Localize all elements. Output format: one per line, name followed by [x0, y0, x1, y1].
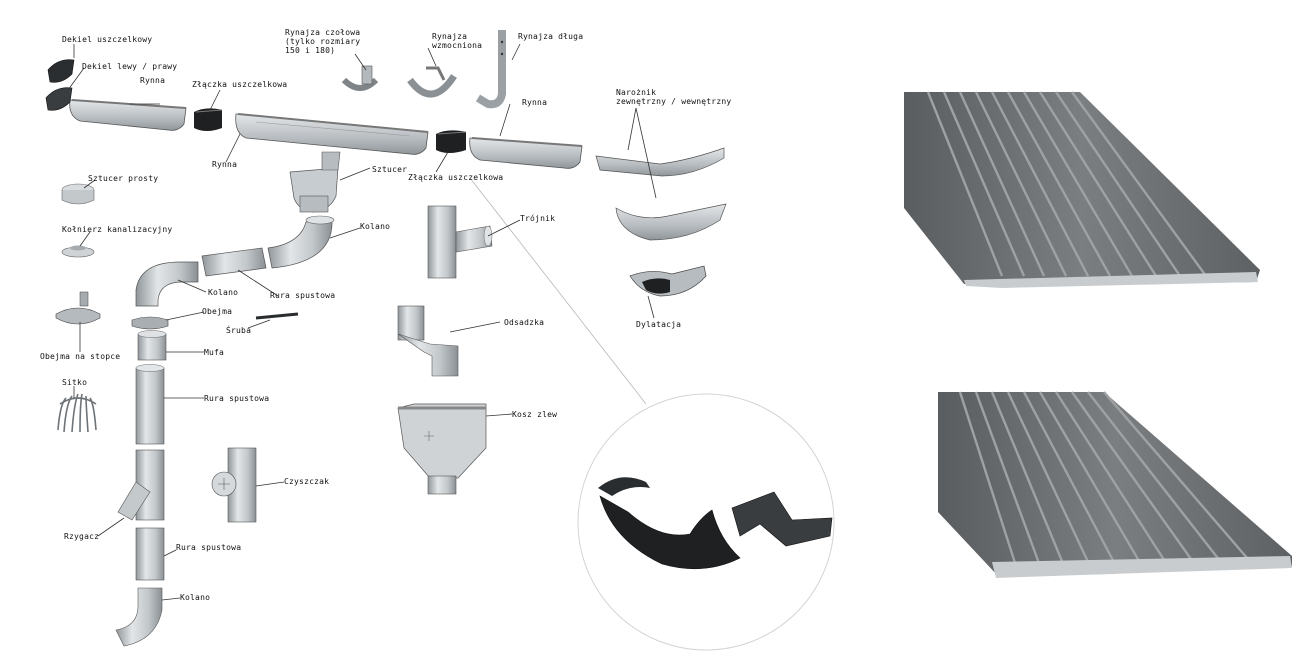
end-caps: [45, 59, 75, 111]
label-sztucer-prosty: Sztucer prosty: [88, 174, 159, 183]
corners: [595, 147, 727, 297]
label-dekiel-lewy-prawy: Dekiel lewy / prawy: [82, 62, 178, 71]
label-sruba: Śruba: [226, 326, 252, 335]
label-rura-spustowa-2: Rura spustowa: [204, 394, 270, 403]
label-rura-spustowa-3: Rura spustowa: [176, 543, 242, 552]
small-parts-left: [55, 183, 101, 433]
label-dylatacja: Dylatacja: [636, 320, 682, 329]
label-kolnierz: Kołnierz kanalizacyjny: [62, 225, 173, 234]
label-odsadzka: Odsadzka: [504, 318, 545, 327]
label-rura-spustowa-1: Rura spustowa: [270, 291, 336, 300]
label-mufa: Mufa: [204, 348, 225, 357]
label-rzygacz: Rzygacz: [64, 532, 100, 541]
label-sitko: Sitko: [62, 378, 88, 387]
label-rynna-2: Rynna: [522, 98, 548, 107]
label-kolano-2: Kolano: [208, 288, 239, 297]
label-naroznik: Narożnik zewnętrzny / wewnętrzny: [616, 88, 732, 106]
label-obejma-na-stopce: Obejma na stopce: [40, 352, 121, 361]
label-zlaczka-2: Złączka uszczelkowa: [408, 173, 504, 182]
profile-top: [904, 91, 1260, 288]
seal-connectors: [194, 108, 467, 153]
leader-lines: [67, 43, 657, 601]
label-rynajza-dluga: Rynajza długa: [518, 32, 584, 41]
label-rynajza-wzmocniona: Rynajza wzmocniona: [432, 32, 483, 50]
hangers: [341, 30, 506, 109]
label-kolano-3: Kolano: [180, 593, 211, 602]
label-zlaczka-1: Złączka uszczelkowa: [192, 80, 288, 89]
gutter-left: [69, 99, 187, 131]
label-rynajza-czolowa: Rynajza czołowa (tylko rozmiary 150 i 18…: [285, 28, 361, 55]
gutter-middle: [235, 113, 429, 155]
label-rynna-3: Rynna: [212, 160, 238, 169]
gutter-right: [469, 137, 583, 169]
label-rynna-1: Rynna: [140, 76, 166, 85]
label-czyszczak: Czyszczak: [284, 477, 330, 486]
detail-magnifier: [469, 177, 835, 651]
label-kolano-1: Kolano: [360, 222, 391, 231]
middle-parts: [397, 205, 493, 495]
downpipe-assembly: [115, 215, 335, 647]
label-sztucer: Sztucer: [372, 165, 408, 174]
label-trojnik: Trójnik: [520, 214, 556, 223]
label-kosz-zlewowy: Kosz zlew: [512, 410, 558, 419]
outlet: [289, 151, 341, 213]
label-obejma: Obejma: [202, 307, 233, 316]
label-dekiel-uszczelkowy: Dekiel uszczelkowy: [62, 35, 153, 44]
profile-bottom: [938, 391, 1292, 578]
